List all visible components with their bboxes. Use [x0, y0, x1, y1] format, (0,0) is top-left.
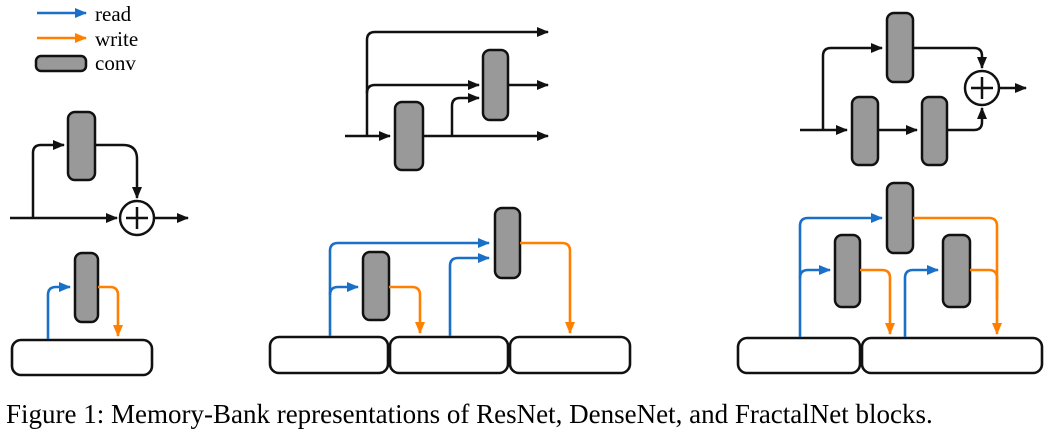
- conv-block: [393, 100, 425, 172]
- flow-line: [95, 143, 142, 199]
- legend-conv-label: conv: [95, 51, 136, 75]
- read-arrow: [328, 282, 359, 296]
- memory-bank: [508, 335, 632, 375]
- conv-block: [833, 233, 862, 309]
- write-arrow: [520, 241, 575, 334]
- conv-block: [493, 206, 522, 280]
- read-arrow: [46, 282, 71, 339]
- figure-caption: Figure 1: Memory-Bank representations of…: [6, 399, 933, 429]
- flow-line: [913, 46, 987, 69]
- memory-bank: [736, 336, 862, 375]
- flow-line: [365, 80, 480, 94]
- memory-bank: [388, 335, 510, 375]
- memory-bank: [268, 335, 390, 375]
- conv-block: [361, 250, 391, 322]
- plus-icon: [971, 77, 993, 99]
- legend-read-label: read: [95, 2, 132, 26]
- plus-icon: [126, 207, 148, 229]
- write-arrow: [970, 268, 999, 300]
- conv-block: [66, 110, 97, 182]
- conv-block: [920, 95, 949, 167]
- read-arrow: [798, 265, 831, 279]
- flow-line: [821, 43, 883, 130]
- figure-diagram: read write conv: [10, 2, 1044, 377]
- resnet-standard-block: [10, 110, 189, 237]
- flow-line: [947, 107, 987, 132]
- conv-block: [885, 181, 915, 255]
- fractalnet-standard-block: [800, 11, 1027, 167]
- memory-bank: [10, 338, 154, 377]
- legend: read write conv: [34, 2, 138, 75]
- write-arrow: [860, 268, 895, 335]
- legend-conv-box-icon: [34, 54, 88, 73]
- write-arrow: [389, 285, 425, 334]
- conv-block: [481, 48, 510, 122]
- legend-write-label: write: [95, 27, 138, 51]
- flow-line: [450, 93, 480, 136]
- conv-block: [885, 11, 915, 84]
- read-arrow: [903, 265, 939, 337]
- densenet-standard-block: [345, 27, 549, 172]
- read-arrow: [328, 238, 490, 336]
- write-arrow: [913, 216, 1002, 335]
- memory-bank: [860, 336, 1044, 375]
- read-arrow: [798, 213, 883, 337]
- conv-block: [941, 233, 972, 309]
- read-arrow: [448, 253, 490, 336]
- flow-line: [31, 140, 65, 218]
- flow-line: [365, 27, 549, 136]
- densenet-memory-bank: [268, 206, 632, 375]
- resnet-memory-bank: [10, 251, 154, 377]
- fractalnet-memory-bank: [736, 181, 1044, 375]
- conv-block: [850, 95, 880, 167]
- conv-block: [73, 251, 100, 324]
- write-arrow: [98, 285, 123, 337]
